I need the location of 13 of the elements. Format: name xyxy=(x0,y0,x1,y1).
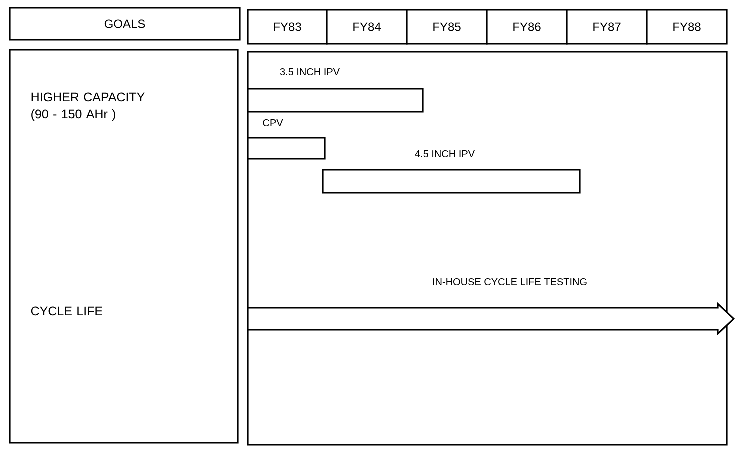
year-header: FY86 xyxy=(486,9,568,45)
year-header: FY88 xyxy=(646,9,728,45)
year-header: FY85 xyxy=(406,9,488,45)
goals-header: GOALS xyxy=(9,7,241,41)
year-header: FY83 xyxy=(247,9,328,45)
bar-label: CPV xyxy=(263,119,284,127)
bar-label: 4.5 INCH IPV xyxy=(415,150,475,158)
goal-text: CYCLE LIFE xyxy=(31,306,102,316)
bar-label: IN-HOUSE CYCLE LIFE TESTING xyxy=(433,278,587,286)
bar-label: 3.5 INCH IPV xyxy=(280,68,340,76)
year-header: FY87 xyxy=(566,9,648,45)
goal-text: HIGHER CAPACITY (90 - 150 AHr ) xyxy=(32,92,145,122)
year-header: FY84 xyxy=(326,9,408,45)
